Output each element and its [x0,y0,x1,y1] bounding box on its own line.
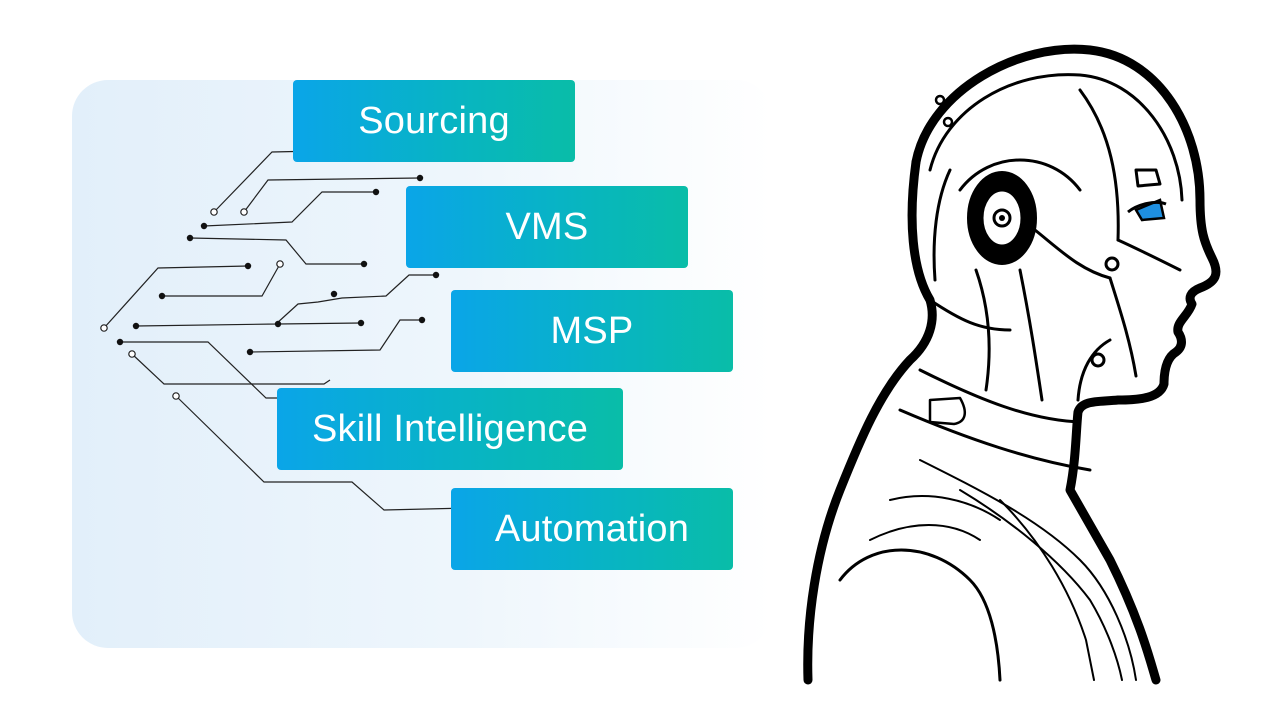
sourcing-tag: Sourcing [293,80,575,162]
skill-intelligence-tag: Skill Intelligence [277,388,623,470]
msp-tag: MSP [451,290,733,372]
automation-tag: Automation [451,488,733,570]
robot-head-illustration [803,44,1221,685]
vms-tag: VMS [406,186,688,268]
